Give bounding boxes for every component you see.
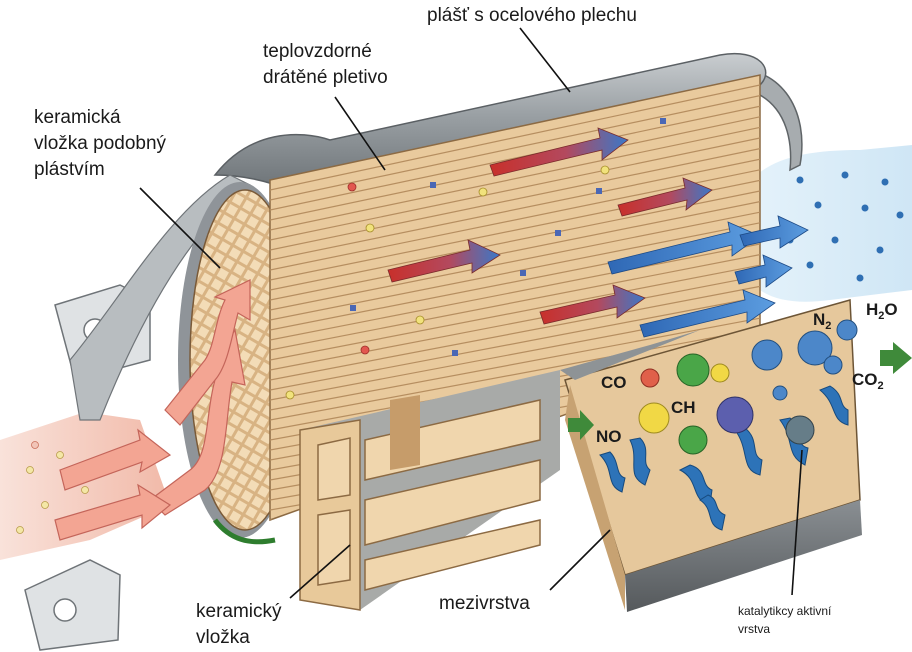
label-honeycomb-line3: plástvím — [34, 158, 105, 181]
formula-h2o-h: H — [866, 300, 878, 319]
label-ceramic-insert-line2: vložka — [196, 626, 250, 649]
formula-co2-sub: 2 — [878, 380, 884, 392]
formula-h2o-o: O — [884, 300, 897, 319]
svg-text:CO: CO — [601, 373, 627, 392]
formula-n2-sub: 2 — [825, 320, 831, 332]
svg-text:CH: CH — [671, 398, 696, 417]
label-ceramic-insert-line1: keramický — [196, 600, 282, 623]
formula-ch: CH — [671, 398, 696, 417]
label-steel-shell: plášť s ocelového plechu — [427, 4, 637, 27]
label-catalyst-line1: katalytikcy aktivní — [738, 603, 831, 619]
formula-n2: N — [813, 310, 825, 329]
formula-no: NO — [596, 427, 622, 446]
label-wire-mesh-line1: teplovzdorné — [263, 40, 372, 63]
label-honeycomb-line1: keramická — [34, 106, 121, 129]
label-wire-mesh-line2: drátěné pletivo — [263, 66, 388, 89]
label-honeycomb-line2: vložka podobný — [34, 132, 166, 155]
label-catalyst-line2: vrstva — [738, 621, 770, 637]
formula-co2: CO — [852, 370, 878, 389]
formula-co: CO — [601, 373, 627, 392]
svg-text:NO: NO — [596, 427, 622, 446]
label-intermediate-layer: mezivrstva — [439, 592, 530, 615]
svg-text:H2O: H2O — [866, 300, 898, 322]
inlet-pipe — [0, 412, 170, 560]
svg-text:CO2: CO2 — [852, 370, 884, 392]
